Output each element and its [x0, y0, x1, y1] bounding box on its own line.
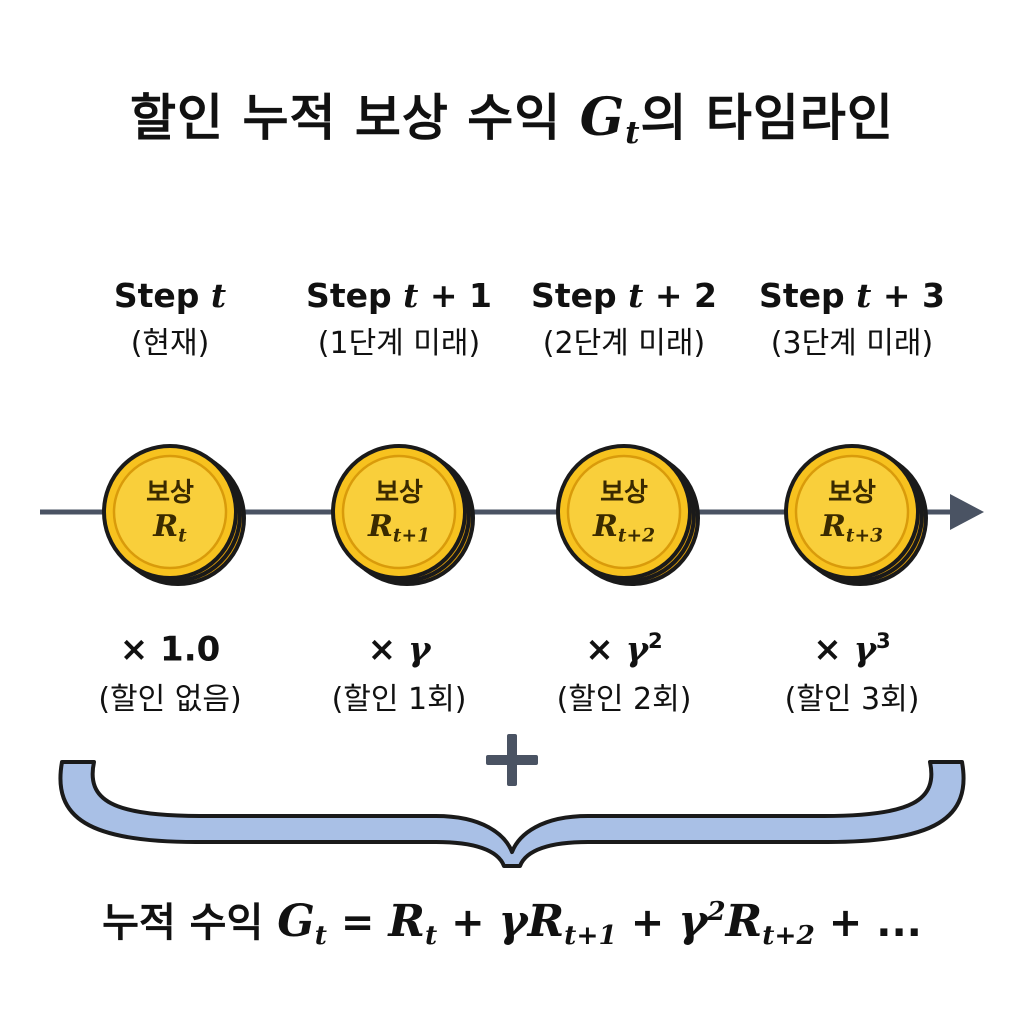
- step-label-0: Step t (현재): [55, 272, 285, 368]
- coin-icon: [784, 444, 928, 586]
- step-sub-0: (현재): [130, 326, 210, 361]
- discount-sub-1: (할인 1회): [331, 681, 467, 717]
- coin-text-1: 보상 Rt+1: [367, 478, 431, 547]
- formula-term-4: γRt+1: [498, 896, 617, 951]
- arrow-right-icon: [950, 494, 984, 530]
- coin-text-0: 보상 Rt: [146, 478, 194, 547]
- formula-expression: Gt = Rt + γRt+1 + γ2Rt+2 + ...: [277, 896, 922, 951]
- step-sub-2: (2단계 미래): [542, 326, 706, 361]
- discount-sub-3: (할인 3회): [784, 681, 920, 717]
- formula-term-7: Rt+2: [725, 896, 815, 951]
- coin-icon: [556, 444, 700, 586]
- formula-term-2: Rt: [388, 896, 438, 951]
- formula-term-6: γ2: [678, 896, 726, 947]
- discount-0: × 1.0 (할인 없음): [55, 616, 285, 725]
- coin-text-2: 보상 Rt+2: [592, 478, 656, 547]
- coin-icon: [102, 444, 246, 586]
- discount-sub-0: (할인 없음): [98, 681, 242, 717]
- curly-brace-icon: [58, 760, 966, 868]
- title-prefix: 할인 누적 보상 수익: [130, 89, 580, 147]
- discount-2: × γ2 (할인 2회): [509, 616, 739, 725]
- step-sub-1: (1단계 미래): [317, 326, 481, 361]
- formula-label: 누적 수익: [102, 900, 278, 946]
- formula-term-0: Gt: [277, 896, 327, 951]
- step-label-3: Step t + 3 (3단계 미래): [737, 272, 967, 368]
- formula-term-8: + ...: [814, 900, 922, 946]
- step-sub-3: (3단계 미래): [770, 326, 934, 361]
- page-title: 할인 누적 보상 수익 Gt의 타임라인: [0, 78, 1024, 151]
- coins-group: [102, 444, 928, 586]
- discount-sub-2: (할인 2회): [556, 681, 692, 717]
- coin-text-3: 보상 Rt+3: [820, 478, 884, 547]
- step-label-1: Step t + 1 (1단계 미래): [284, 272, 514, 368]
- plus-icon: [486, 734, 538, 786]
- discount-3: × γ3 (할인 3회): [737, 616, 967, 725]
- formula-term-5: +: [616, 900, 679, 946]
- formula: 누적 수익 Gt = Rt + γRt+1 + γ2Rt+2 + ...: [0, 890, 1024, 951]
- title-suffix: 의 타임라인: [640, 89, 894, 147]
- coin-icon: [331, 444, 475, 586]
- formula-term-1: =: [327, 900, 389, 946]
- step-label-2: Step t + 2 (2단계 미래): [509, 272, 739, 368]
- title-symbol: Gt: [579, 87, 641, 151]
- formula-term-3: +: [437, 900, 499, 946]
- discount-1: × γ (할인 1회): [284, 616, 514, 725]
